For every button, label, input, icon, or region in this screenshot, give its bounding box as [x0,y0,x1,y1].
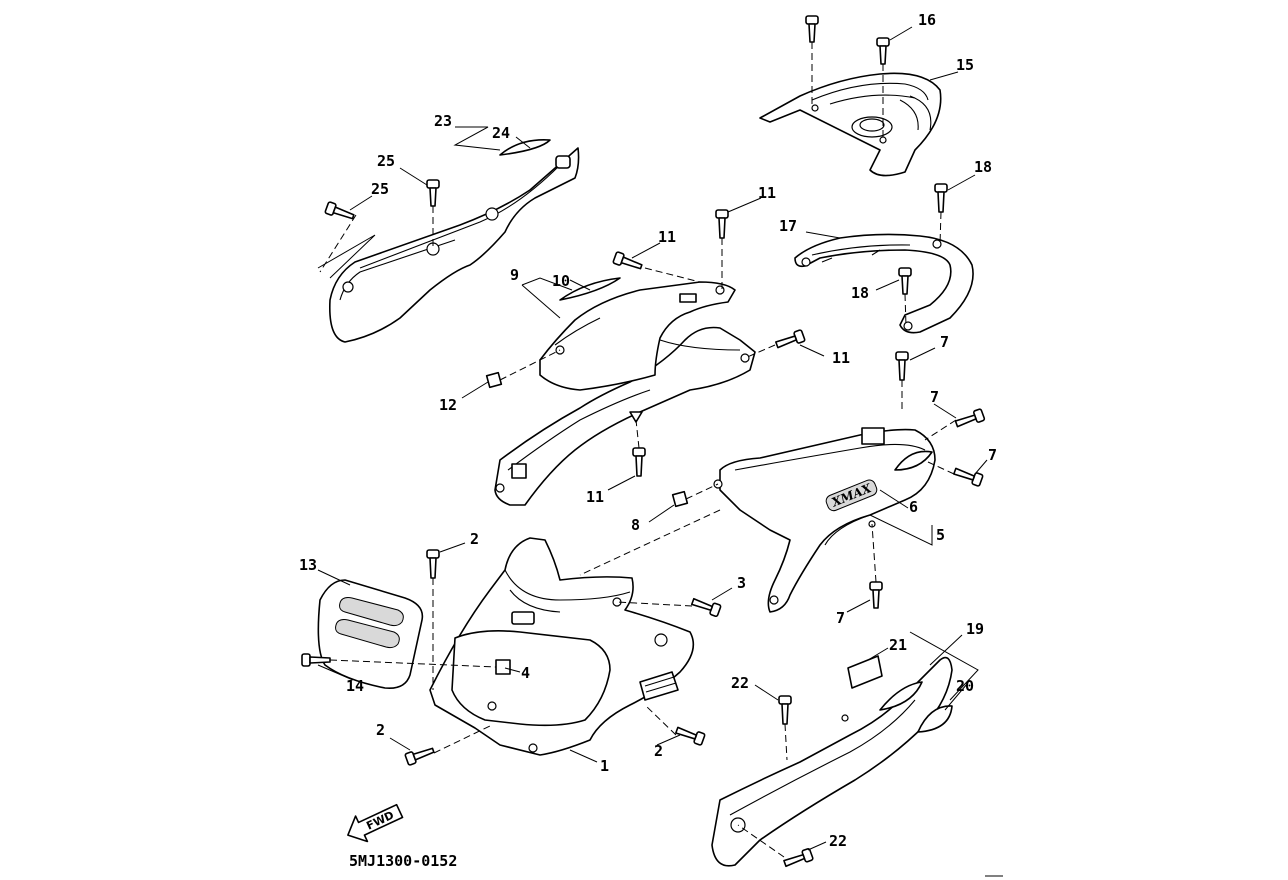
screw-11d [775,329,806,349]
callout-21: 21 [889,636,907,654]
screw-14 [301,653,331,667]
callout-14: 14 [346,677,364,695]
callout-7c: 7 [988,446,997,464]
callout-2b: 2 [376,721,385,739]
screw-7a [895,351,909,381]
callout-19: 19 [966,620,984,638]
callout-10: 10 [552,272,570,290]
callout-16: 16 [918,11,936,29]
callout-5: 5 [936,526,945,544]
callout-20: 20 [956,677,974,695]
diagram-code: 5MJ1300-0152 [349,852,457,870]
callout-1: 1 [600,757,609,775]
callout-4: 4 [521,664,530,682]
callout-3: 3 [737,574,746,592]
screw-16b [876,37,890,65]
grille-panel [317,579,424,690]
callout-8: 8 [631,516,640,534]
callout-11d: 11 [586,488,604,506]
callout-18b: 18 [851,284,869,302]
screw-22a [778,695,792,725]
screw-2c [675,726,706,746]
side-cover: XMAX [713,427,936,613]
screw-3 [690,597,722,618]
callout-7d: 7 [836,609,845,627]
screw-11b [632,447,646,477]
callout-12: 12 [439,396,457,414]
callout-11b: 11 [658,228,676,246]
callout-18a: 18 [974,158,992,176]
callout-25b: 25 [371,180,389,198]
callout-22a: 22 [731,674,749,692]
grab-bar [794,233,974,334]
side-frame-cover [494,281,756,506]
callouts: 1 2 2 2 3 4 5 6 7 7 7 7 8 9 10 11 11 11 … [299,11,997,850]
screw-11c [612,251,643,270]
screw-16a [805,15,819,43]
callout-17: 17 [779,217,797,235]
screw-18b [898,267,912,295]
screw-2a [426,549,440,579]
reflector-10 [559,277,621,301]
lens-20 [917,705,953,733]
callout-23: 23 [434,112,452,130]
screw-7b [954,408,986,428]
callout-7b: 7 [930,388,939,406]
callout-24: 24 [492,124,510,142]
screw-2b [404,747,435,766]
leader-lines [317,26,988,851]
screw-22b [783,848,814,868]
callout-11a: 11 [758,184,776,202]
screw-11a [715,209,729,239]
screw-18a [934,183,948,213]
screw-7d [869,581,883,609]
rear-carrier-cover [759,72,942,177]
reflector-21 [847,655,883,689]
reflector-24 [499,138,551,156]
callout-13: 13 [299,556,317,574]
lower-side-trim [711,656,953,867]
screw-7c [953,467,984,487]
callout-11c: 11 [832,349,850,367]
side-rail-panel [328,147,580,343]
nut-12 [485,371,503,389]
front-lower-cover [429,537,695,756]
callout-22b: 22 [829,832,847,850]
callout-9: 9 [510,266,519,284]
callout-2c: 2 [654,742,663,760]
nut-8 [671,490,689,508]
fasteners [301,15,986,868]
screw-25b [324,201,355,220]
fwd-arrow: FWD [347,803,404,843]
callout-2a: 2 [470,530,479,548]
callout-15: 15 [956,56,974,74]
assembly-lines [319,42,957,858]
callout-25a: 25 [377,152,395,170]
callout-6: 6 [909,498,918,516]
screw-25a [426,179,440,207]
callout-7a: 7 [940,333,949,351]
